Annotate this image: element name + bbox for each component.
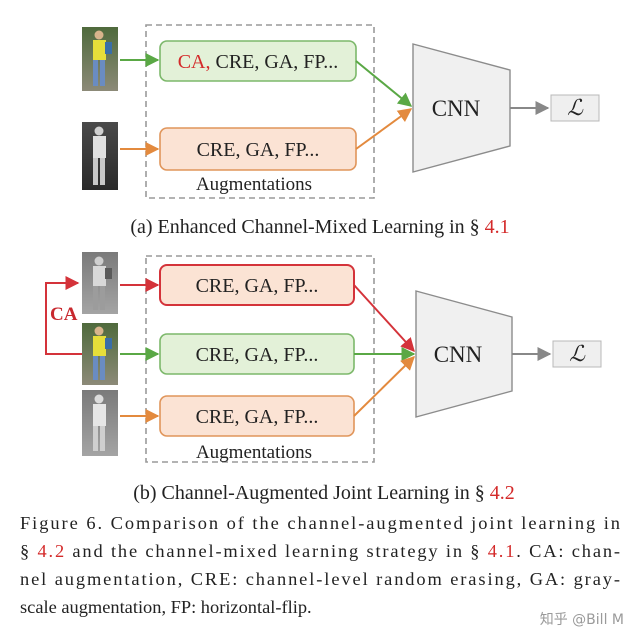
panel-a-orange-box-label: CRE, GA, FP... <box>197 139 320 161</box>
panel-a-augmentations-label: Augmentations <box>196 174 312 195</box>
panel-b-ca-bracket <box>45 276 82 355</box>
panel-b-arrow-orange-to-cnn <box>353 356 415 417</box>
panel-b-loss-symbol: ℒ <box>569 341 586 366</box>
panel-a-arrow-orange-to-cnn <box>355 108 413 150</box>
panel-a: CA, CRE, GA, FP... CRE, GA, FP... Augmen… <box>82 24 600 238</box>
caption-line-1: Figure 6. Comparison of the channel-augm… <box>20 513 620 533</box>
panel-a-caption: (a) Enhanced Channel-Mixed Learning in §… <box>130 216 509 238</box>
panel-b-green-box-label: CRE, GA, FP... <box>196 344 319 366</box>
panel-a-cnn-block <box>412 43 511 173</box>
panel-b-loss-box <box>552 340 602 368</box>
panel-b-ir-photo <box>82 390 118 456</box>
caption-line-3: nel augmentation, CRE: channel-level ran… <box>20 569 620 589</box>
panel-a-rgb-photo <box>82 27 118 91</box>
panel-b-arrow-red-to-cnn <box>353 284 415 353</box>
panel-a-loss-box <box>550 94 600 122</box>
panel-a-augmentations-group <box>145 24 375 199</box>
panel-b-gray-photo <box>82 252 118 314</box>
panel-a-green-box-label: CA, CRE, GA, FP... <box>178 51 339 73</box>
panel-b: CA CRE, GA, FP... CRE, GA, FP... CRE, GA… <box>45 252 602 504</box>
panel-b-orange-box-label: CRE, GA, FP... <box>196 406 319 428</box>
panel-b-cnn-block <box>415 290 513 418</box>
caption-line-2: § 4.2 and the channel-mixed learning str… <box>20 541 620 561</box>
panel-b-augmentations-label: Augmentations <box>196 442 312 463</box>
panel-b-ca-label: CA <box>50 304 78 325</box>
figure-caption: Figure 6. Comparison of the channel-augm… <box>20 513 620 617</box>
caption-line-4: scale augmentation, FP: horizontal-flip. <box>20 597 312 617</box>
panel-a-arrow-green-to-cnn <box>355 60 413 107</box>
panel-b-caption: (b) Channel-Augmented Joint Learning in … <box>133 482 515 504</box>
panel-b-red-box-label: CRE, GA, FP... <box>196 275 319 297</box>
panel-b-rgb-photo <box>82 323 118 385</box>
watermark-text: 知乎 @Bill M <box>540 611 624 628</box>
panel-a-cnn-label: CNN <box>432 96 481 121</box>
panel-b-cnn-label: CNN <box>434 342 483 367</box>
panel-a-loss-symbol: ℒ <box>567 95 584 120</box>
panel-a-ir-photo <box>82 122 118 190</box>
